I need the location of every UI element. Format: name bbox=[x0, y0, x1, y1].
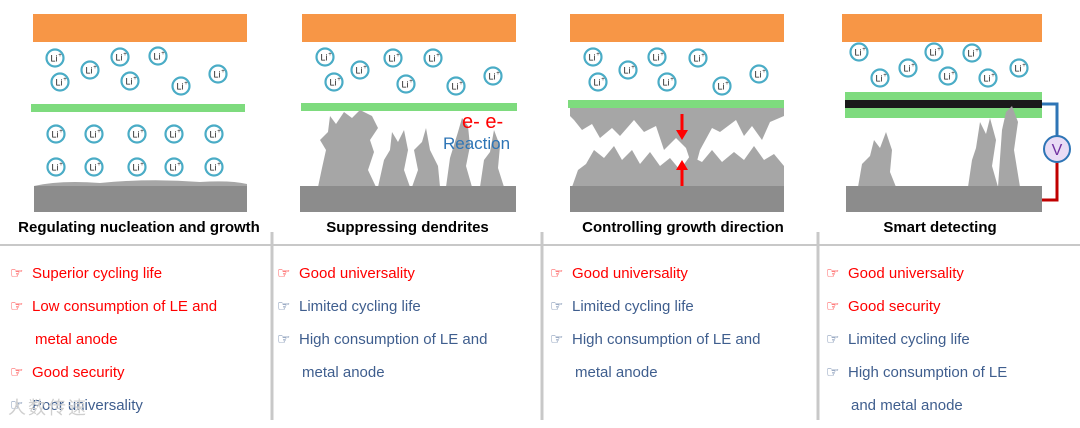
current-collector bbox=[570, 14, 784, 42]
pointing-hand-icon: ☞ bbox=[277, 265, 291, 282]
feature-text: Good universality bbox=[299, 265, 415, 282]
separator bbox=[568, 100, 784, 108]
panel-2-cell: e- e- Reaction bbox=[300, 14, 517, 212]
growth-arrow-down bbox=[676, 114, 688, 140]
feature-text: Low consumption of LE and bbox=[32, 298, 218, 315]
pointing-hand-icon: ☞ bbox=[10, 265, 24, 282]
feature-text: Limited cycling life bbox=[299, 298, 421, 315]
pointing-hand-icon: ☞ bbox=[277, 331, 291, 348]
feature-item: ☞ High consumption of LE and bbox=[550, 323, 760, 356]
pointing-hand-icon: ☞ bbox=[10, 298, 24, 315]
feature-item: ☞ High consumption of LE and bbox=[277, 323, 487, 356]
feature-text: Limited cycling life bbox=[848, 331, 970, 348]
column-dividers bbox=[270, 232, 820, 420]
feature-text: High consumption of LE and bbox=[299, 331, 488, 348]
electron-label: e- e- bbox=[462, 111, 503, 133]
pointing-hand-icon: ☞ bbox=[826, 364, 840, 381]
feature-item: ☞ Limited cycling life bbox=[826, 323, 1007, 356]
current-collector bbox=[33, 14, 247, 42]
growth-arrow-up bbox=[676, 160, 688, 186]
li-ions-upper bbox=[45, 46, 228, 96]
feature-item: ☞ Low consumption of LE and bbox=[10, 290, 217, 323]
feature-item: ☞ Good security bbox=[10, 356, 217, 389]
li-ions-upper bbox=[315, 47, 503, 96]
panel-4-title: Smart detecting bbox=[883, 219, 997, 236]
panel-1-cell bbox=[31, 14, 247, 212]
feature-text: Good security bbox=[32, 364, 125, 381]
feature-text: Superior cycling life bbox=[32, 265, 163, 282]
feature-text: High consumption of LE bbox=[848, 364, 1008, 381]
pointing-hand-icon: ☞ bbox=[10, 397, 24, 414]
circuit-wire-top bbox=[1042, 102, 1059, 136]
li-ions-upper bbox=[849, 42, 1029, 88]
feature-item: ☞ High consumption of LE bbox=[826, 356, 1007, 389]
panel-2-features: ☞Good universality☞Limited cycling life☞… bbox=[277, 257, 487, 389]
feature-item: ☞ Poor universality bbox=[10, 389, 217, 422]
separator bbox=[301, 103, 517, 111]
feature-item: ☞ Superior cycling life bbox=[10, 257, 217, 290]
current-collector bbox=[842, 14, 1042, 42]
metal-anode bbox=[846, 186, 1042, 212]
li-ions-upper bbox=[583, 47, 769, 96]
panel-3-features: ☞Good universality☞Limited cycling life☞… bbox=[550, 257, 760, 389]
feature-item: ☞ Good security bbox=[826, 290, 1007, 323]
li-ions-lower bbox=[46, 124, 224, 177]
feature-text: Good universality bbox=[848, 265, 964, 282]
feature-item: metal anode bbox=[10, 323, 217, 356]
feature-item: ☞ Good universality bbox=[277, 257, 487, 290]
metal-anode bbox=[34, 186, 247, 212]
feature-item: metal anode bbox=[277, 356, 487, 389]
feature-item: metal anode bbox=[550, 356, 760, 389]
pointing-hand-icon: ☞ bbox=[550, 298, 564, 315]
feature-text: High consumption of LE and bbox=[572, 331, 761, 348]
feature-text: Poor universality bbox=[32, 397, 143, 414]
pointing-hand-icon: ☞ bbox=[826, 331, 840, 348]
feature-text: and metal anode bbox=[851, 397, 963, 414]
panel-4-cell: V bbox=[842, 14, 1071, 212]
feature-text: Limited cycling life bbox=[572, 298, 694, 315]
feature-text: metal anode bbox=[302, 364, 385, 381]
current-collector bbox=[302, 14, 516, 42]
voltmeter-icon: V bbox=[1043, 135, 1071, 163]
panel-1-features: ☞ Superior cycling life ☞ Low consumption o… bbox=[10, 257, 217, 422]
pointing-hand-icon: ☞ bbox=[10, 364, 24, 381]
metal-anode bbox=[300, 186, 516, 212]
pointing-hand-icon: ☞ bbox=[826, 265, 840, 282]
svg-text:V: V bbox=[1052, 142, 1063, 159]
feature-text: Good security bbox=[848, 298, 941, 315]
pointing-hand-icon: ☞ bbox=[826, 298, 840, 315]
feature-item: and metal anode bbox=[826, 389, 1007, 422]
feature-text: metal anode bbox=[35, 331, 118, 348]
dendrites bbox=[858, 106, 1020, 187]
panel-3-title: Controlling growth direction bbox=[582, 219, 784, 236]
dendrites bbox=[318, 110, 504, 187]
panel-3-cell bbox=[568, 14, 784, 212]
metal-anode bbox=[570, 186, 784, 212]
pointing-hand-icon: ☞ bbox=[277, 298, 291, 315]
pointing-hand-icon: ☞ bbox=[550, 331, 564, 348]
feature-item: ☞ Limited cycling life bbox=[550, 290, 760, 323]
feature-item: ☞ Limited cycling life bbox=[277, 290, 487, 323]
upper-dendrites bbox=[570, 108, 784, 172]
separator bbox=[31, 104, 245, 112]
feature-item: ☞ Good universality bbox=[550, 257, 760, 290]
pointing-hand-icon: ☞ bbox=[550, 265, 564, 282]
feature-text: Good universality bbox=[572, 265, 688, 282]
reaction-label: Reaction bbox=[443, 134, 510, 153]
lower-dendrites bbox=[572, 146, 784, 187]
feature-text: metal anode bbox=[575, 364, 658, 381]
panel-2-title: Suppressing dendrites bbox=[326, 219, 489, 236]
panel-4-features: ☞ Good universality ☞ Good security ☞ Limited… bbox=[826, 257, 1007, 422]
panel-1-title: Regulating nucleation and growth bbox=[18, 219, 260, 236]
conductive-layer bbox=[845, 100, 1042, 108]
feature-item: ☞ Good universality bbox=[826, 257, 1007, 290]
watermark: 人数传速 bbox=[8, 398, 88, 418]
circuit-wire-bottom bbox=[1042, 162, 1059, 202]
